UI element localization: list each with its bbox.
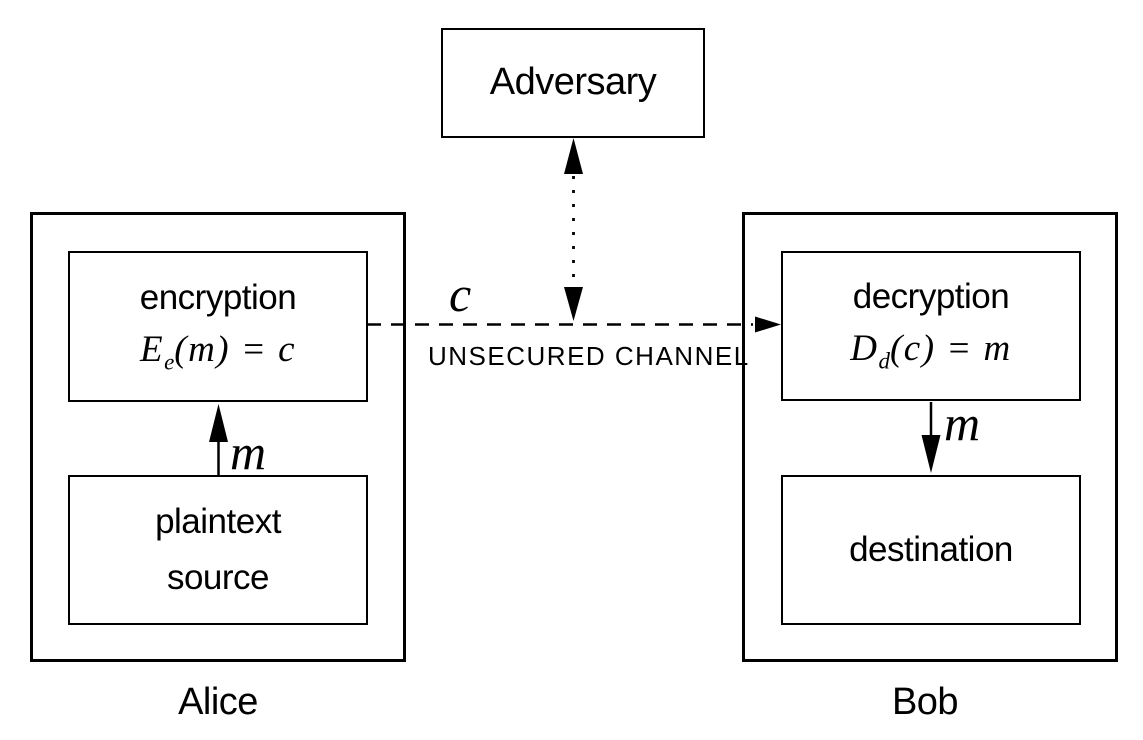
ciphertext-label: c	[449, 266, 472, 322]
alice-box	[30, 212, 406, 662]
destination-box: destination	[781, 475, 1081, 625]
encryption-formula-sub: e	[164, 348, 175, 374]
adversary-arrowhead-down-icon	[564, 287, 583, 321]
plaintext-source-line2: source	[166, 558, 270, 597]
decryption-formula: Dd(c) = m	[850, 327, 1011, 375]
plaintext-to-encryption-arrowhead-icon	[209, 404, 228, 442]
decryption-title: decryption	[852, 277, 1010, 317]
adversary-arrowhead-up-icon	[564, 138, 583, 174]
decryption-formula-func: D	[850, 328, 879, 370]
encryption-formula-rest: (m) = c	[174, 328, 297, 370]
adversary-label: Adversary	[489, 61, 657, 104]
encryption-box: encryption Ee(m) = c	[68, 251, 368, 402]
encryption-formula-func: E	[139, 328, 165, 370]
plaintext-source-box: plaintext source	[68, 475, 368, 625]
bob-caption: Bob	[891, 681, 959, 723]
unsecured-channel-label: UNSECURED CHANNEL	[428, 341, 750, 371]
channel-arrowhead-icon	[755, 316, 781, 333]
adversary-box: Adversary	[441, 28, 705, 138]
destination-label: destination	[849, 530, 1013, 569]
message-label-left: m	[230, 424, 267, 480]
message-label-right: m	[944, 395, 981, 451]
encryption-title: encryption	[139, 277, 297, 317]
alice-caption: Alice	[178, 681, 258, 723]
decryption-formula-rest: (c) = m	[889, 328, 1012, 370]
encryption-formula: Ee(m) = c	[140, 328, 296, 376]
decryption-box: decryption Dd(c) = m	[781, 251, 1081, 401]
plaintext-source-line1: plaintext	[155, 502, 281, 541]
decryption-to-destination-arrowhead-icon	[921, 435, 941, 473]
decryption-formula-sub: d	[878, 348, 890, 374]
bob-box	[742, 212, 1118, 662]
